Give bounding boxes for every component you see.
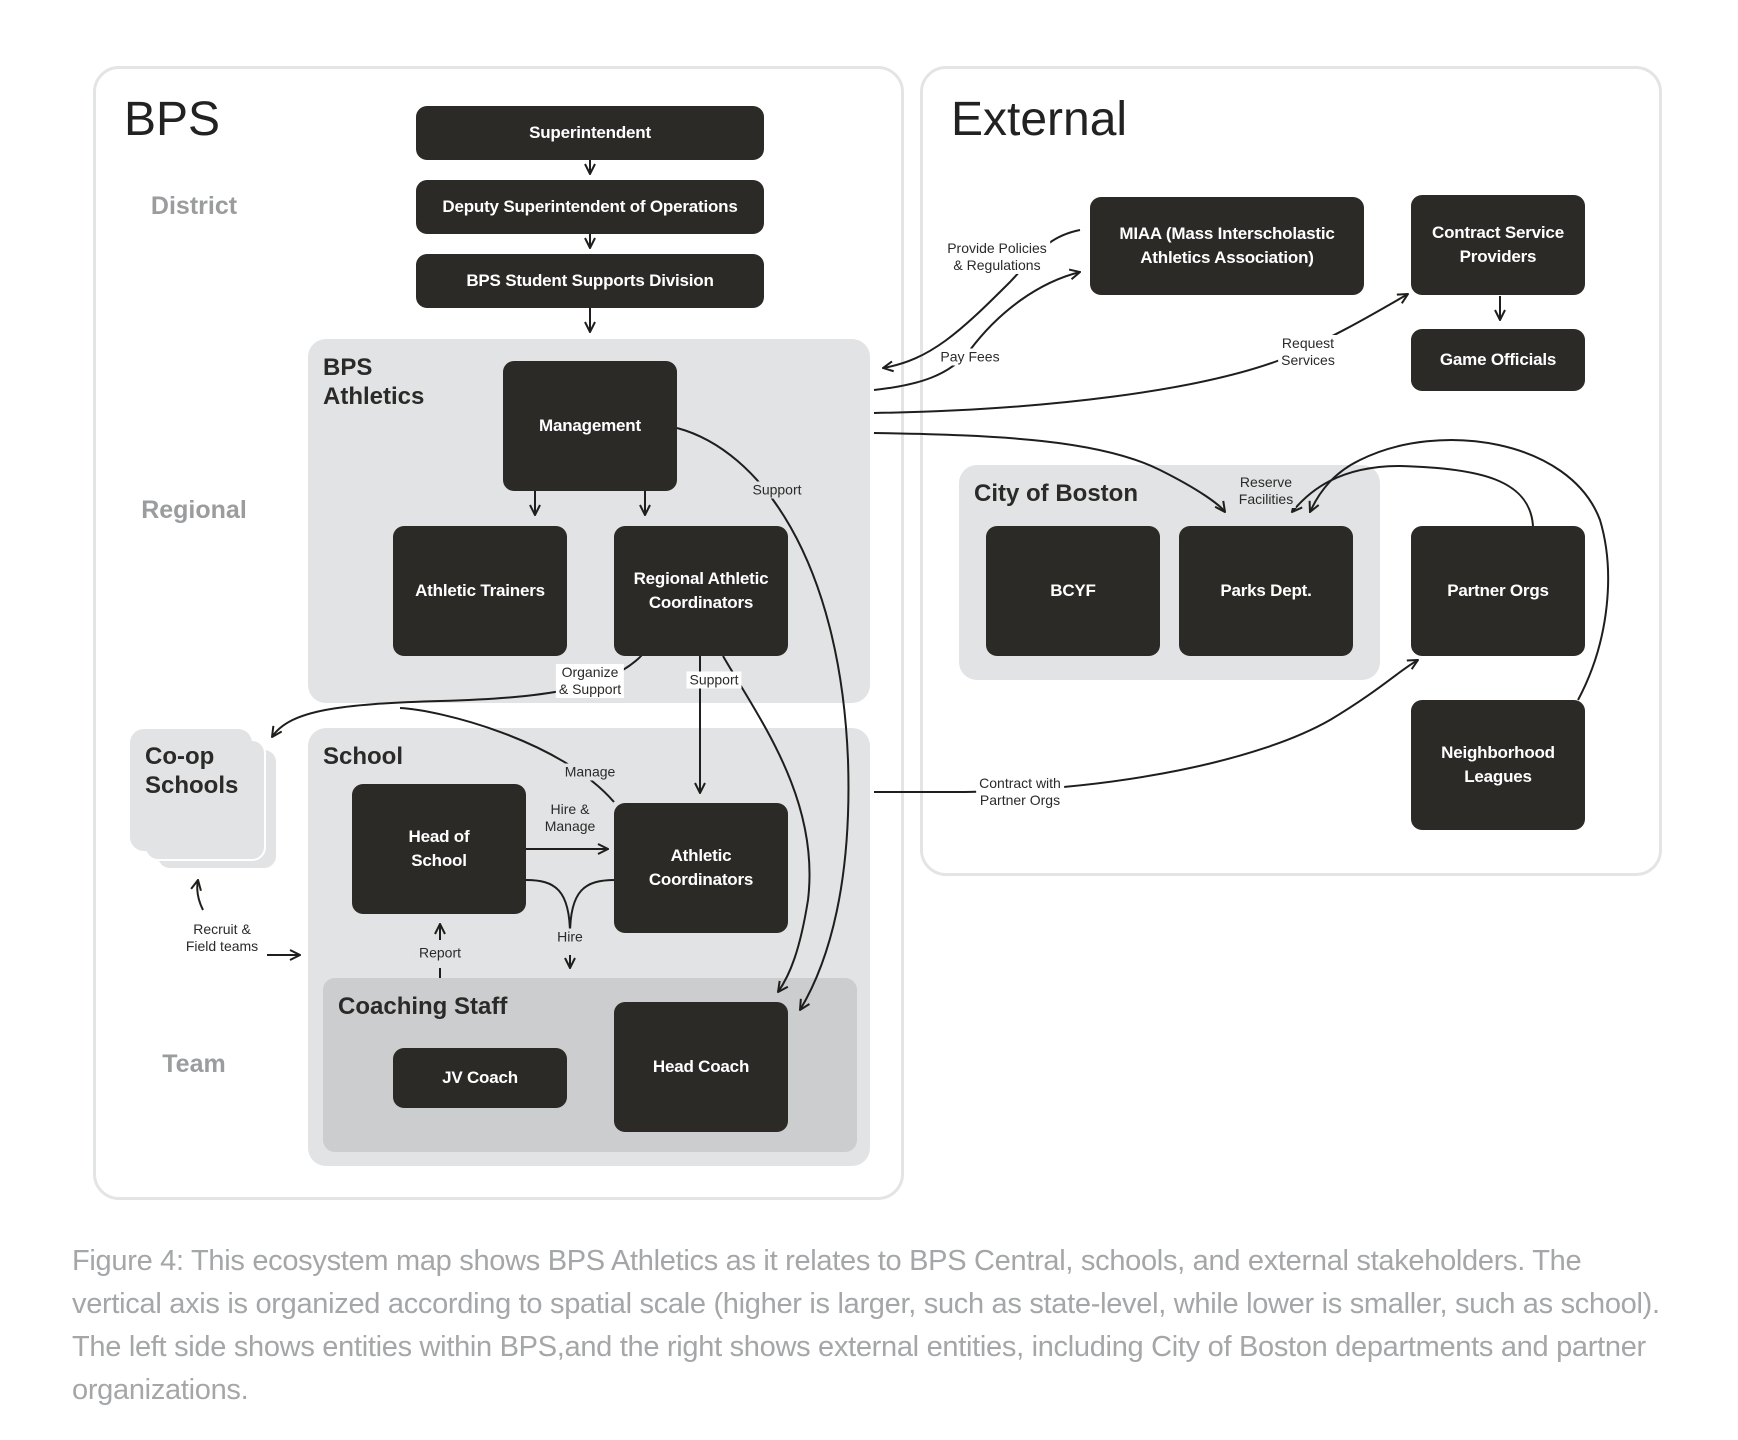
coop-schools-title: Co-op Schools	[145, 743, 239, 799]
edge-leagues-parks	[1310, 439, 1610, 701]
label-hire: Hire	[554, 928, 586, 946]
node-student-supports: BPS Student Supports Division	[416, 254, 764, 308]
edge-recruit-up	[197, 880, 204, 911]
label-report: Report	[415, 944, 465, 962]
node-bcyf: BCYF	[986, 526, 1160, 656]
node-parks-dept: Parks Dept.	[1179, 526, 1353, 656]
edge-pay-fees	[873, 272, 1080, 391]
node-game-officials: Game Officials	[1411, 329, 1585, 391]
node-athletic-coordinators: Athletic Coordinators	[614, 803, 788, 933]
edge-request-services	[873, 294, 1408, 414]
bps-panel-title: BPS	[124, 93, 221, 146]
level-district: District	[150, 192, 238, 220]
label-contract-partners: Contract with Partner Orgs	[976, 775, 1064, 809]
node-jv-coach: JV Coach	[393, 1048, 567, 1108]
bps-athletics-title: BPS Athletics	[323, 354, 425, 410]
level-regional: Regional	[141, 496, 247, 524]
label-support-rac: Support	[686, 671, 742, 689]
node-contract-providers: Contract Service Providers	[1411, 195, 1585, 295]
edge-reserve-facilities	[873, 432, 1225, 512]
node-regional-coordinators: Regional Athletic Coordinators	[614, 526, 788, 656]
node-superintendent: Superintendent	[416, 106, 764, 160]
external-panel-title: External	[951, 93, 1128, 146]
city-of-boston-title: City of Boston	[974, 480, 1138, 507]
node-partner-orgs: Partner Orgs	[1411, 526, 1585, 656]
label-hire-manage: Hire & Manage	[541, 801, 599, 835]
label-support-management: Support	[749, 481, 805, 499]
label-request-services: Request Services	[1278, 335, 1338, 369]
node-athletic-trainers: Athletic Trainers	[393, 526, 567, 656]
label-pay-fees: Pay Fees	[937, 348, 1003, 366]
edge-contract-partners	[874, 660, 1418, 793]
node-neighborhood-leagues: Neighborhood Leagues	[1411, 700, 1585, 830]
school-title: School	[323, 743, 404, 770]
label-recruit-field: Recruit & Field teams	[182, 921, 262, 955]
level-team: Team	[162, 1050, 226, 1078]
node-miaa: MIAA (Mass Interscholastic Athletics Ass…	[1090, 197, 1364, 295]
coop-card-front	[130, 729, 252, 851]
node-deputy-superintendent: Deputy Superintendent of Operations	[416, 180, 764, 234]
edge-hire-bracket	[525, 879, 616, 936]
edge-miaa-policies	[883, 229, 1081, 368]
edge-management-support-headcoach	[676, 427, 850, 1010]
node-head-coach: Head Coach	[614, 1002, 788, 1132]
figure-caption: Figure 4: This ecosystem map shows BPS A…	[72, 1245, 1660, 1406]
edge-rac-support-headcoach	[722, 655, 811, 992]
label-provide-policies: Provide Policies & Regulations	[944, 240, 1050, 274]
label-reserve-facilities: Reserve Facilities	[1235, 474, 1297, 508]
node-head-of-school: Head of School	[352, 784, 526, 914]
label-organize-support: Organize & Support	[555, 664, 625, 698]
edge-partner-parks	[1292, 464, 1534, 527]
coaching-staff-title: Coaching Staff	[338, 993, 508, 1020]
label-manage: Manage	[561, 763, 619, 781]
node-management: Management	[503, 361, 677, 491]
